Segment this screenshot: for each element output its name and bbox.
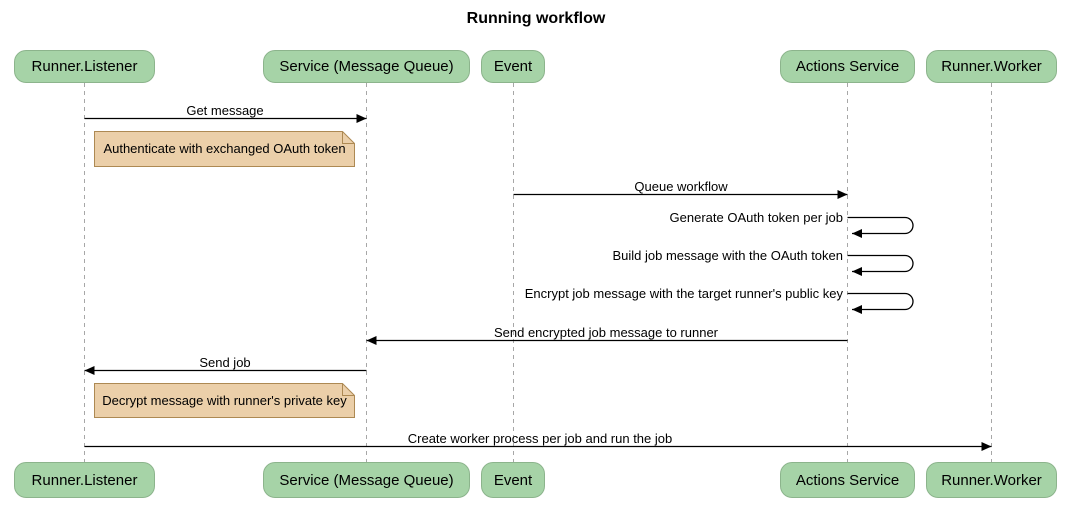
participant-bottom-actions-service: Actions Service (780, 462, 915, 498)
participant-top-service-message-queue: Service (Message Queue) (263, 50, 470, 83)
participant-bottom-service-message-queue: Service (Message Queue) (263, 462, 470, 498)
message-label-build-job-message: Build job message with the OAuth token (612, 248, 843, 263)
lifelines (84, 83, 992, 462)
note-authenticate-fold (342, 131, 355, 144)
note-authenticate-text: Authenticate with exchanged OAuth token (103, 141, 346, 156)
participant-top-runner-worker: Runner.Worker (926, 50, 1057, 83)
message-label-generate-oauth-token: Generate OAuth token per job (669, 210, 843, 225)
message-label-get-message: Get message (186, 103, 264, 118)
note-shapes (94, 131, 355, 418)
participant-bottom-runner-listener: Runner.Listener (14, 462, 155, 498)
note-authenticate-shape (94, 131, 355, 167)
participant-top-actions-service: Actions Service (780, 50, 915, 83)
participant-bottom-event: Event (481, 462, 545, 498)
participant-bottom-runner-worker: Runner.Worker (926, 462, 1057, 498)
note-decrypt-shape (94, 383, 355, 418)
message-arrows (84, 114, 992, 451)
participant-top-event: Event (481, 50, 545, 83)
note-decrypt-text: Decrypt message with runner's private ke… (102, 393, 347, 408)
arrow-self-build-job-message (847, 254, 914, 276)
arrow-self-generate-oauth-token (847, 216, 914, 238)
participant-top-runner-listener: Runner.Listener (14, 50, 155, 83)
diagram-title: Running workflow (466, 10, 606, 27)
message-label-send-job: Send job (199, 355, 251, 370)
message-label-send-encrypted-job-message: Send encrypted job message to runner (493, 325, 719, 340)
note-decrypt-fold (342, 383, 355, 396)
message-label-queue-workflow: Queue workflow (634, 179, 728, 194)
message-label-encrypt-job-message: Encrypt job message with the target runn… (524, 286, 843, 301)
arrow-self-encrypt-job-message (847, 292, 914, 314)
message-label-create-worker-process: Create worker process per job and run th… (407, 431, 673, 446)
